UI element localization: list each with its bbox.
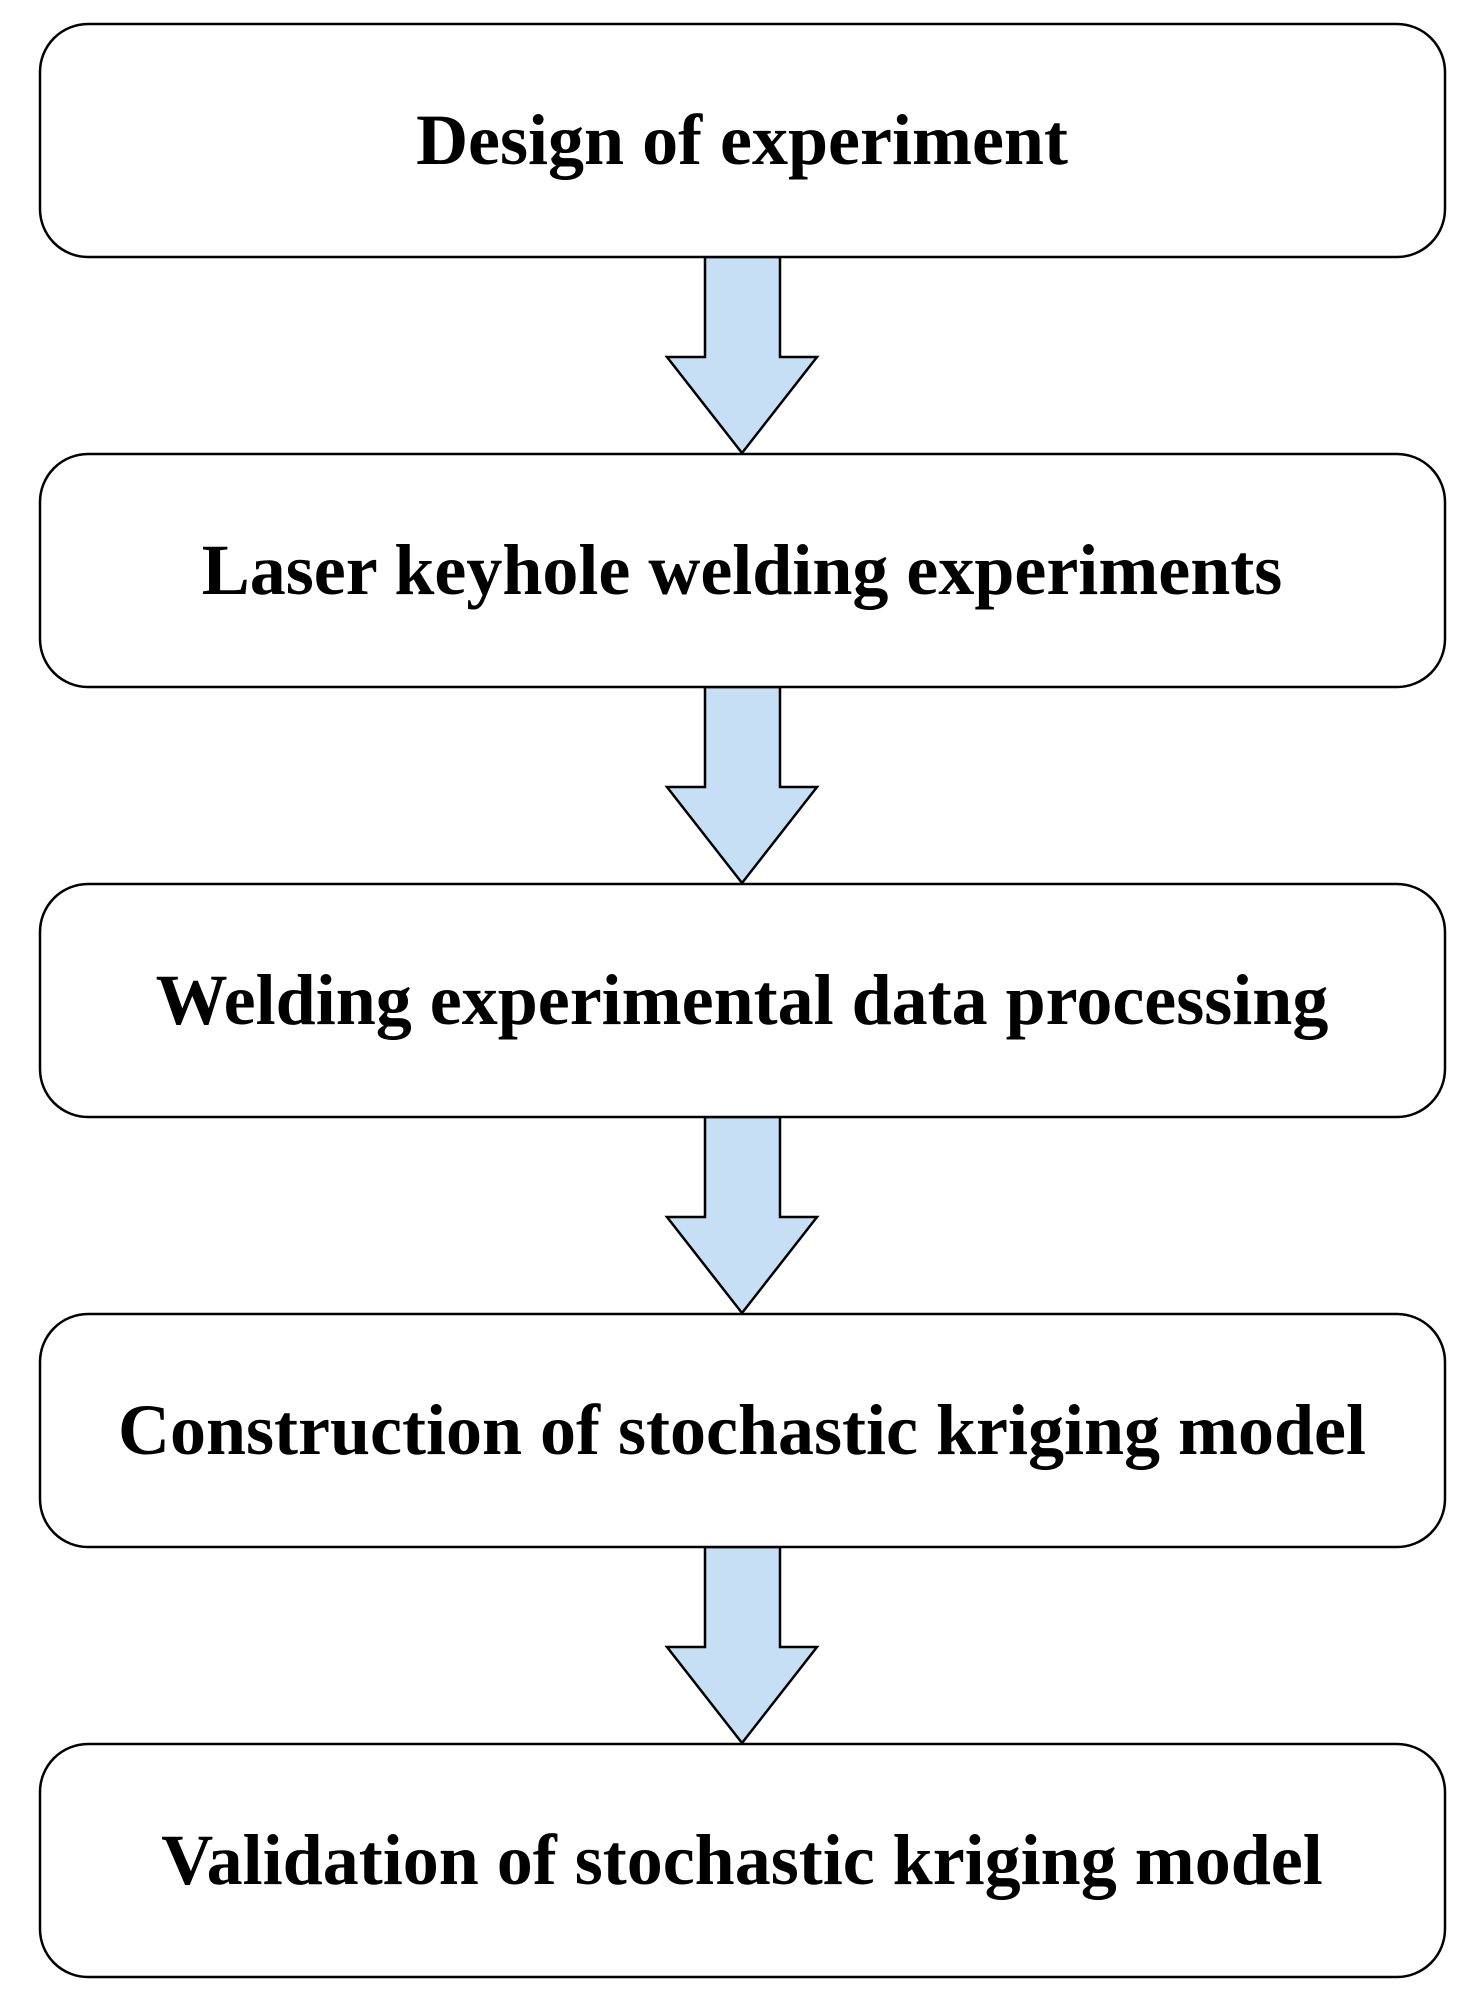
flow-arrow-2-to-3	[664, 685, 820, 886]
step-label: Welding experimental data processing	[156, 960, 1329, 1040]
flow-arrow-3-to-4	[664, 1115, 820, 1316]
step-label: Construction of stochastic kriging model	[118, 1390, 1366, 1470]
step-label: Validation of stochastic kriging model	[161, 1820, 1322, 1900]
step-label: Laser keyhole welding experiments	[202, 530, 1283, 610]
step-box-laser-keyhole-welding-experiments: Laser keyhole welding experiments	[38, 452, 1447, 689]
step-box-design-of-experiment: Design of experiment	[38, 22, 1447, 259]
step-box-welding-experimental-data-processing: Welding experimental data processing	[38, 882, 1447, 1119]
step-box-validation-of-stochastic-kriging-model: Validation of stochastic kriging model	[38, 1742, 1447, 1979]
step-label: Design of experiment	[416, 100, 1068, 180]
step-box-construction-of-stochastic-kriging-model: Construction of stochastic kriging model	[38, 1312, 1447, 1549]
flow-arrow-4-to-5	[664, 1545, 820, 1746]
flow-arrow-1-to-2	[664, 255, 820, 456]
